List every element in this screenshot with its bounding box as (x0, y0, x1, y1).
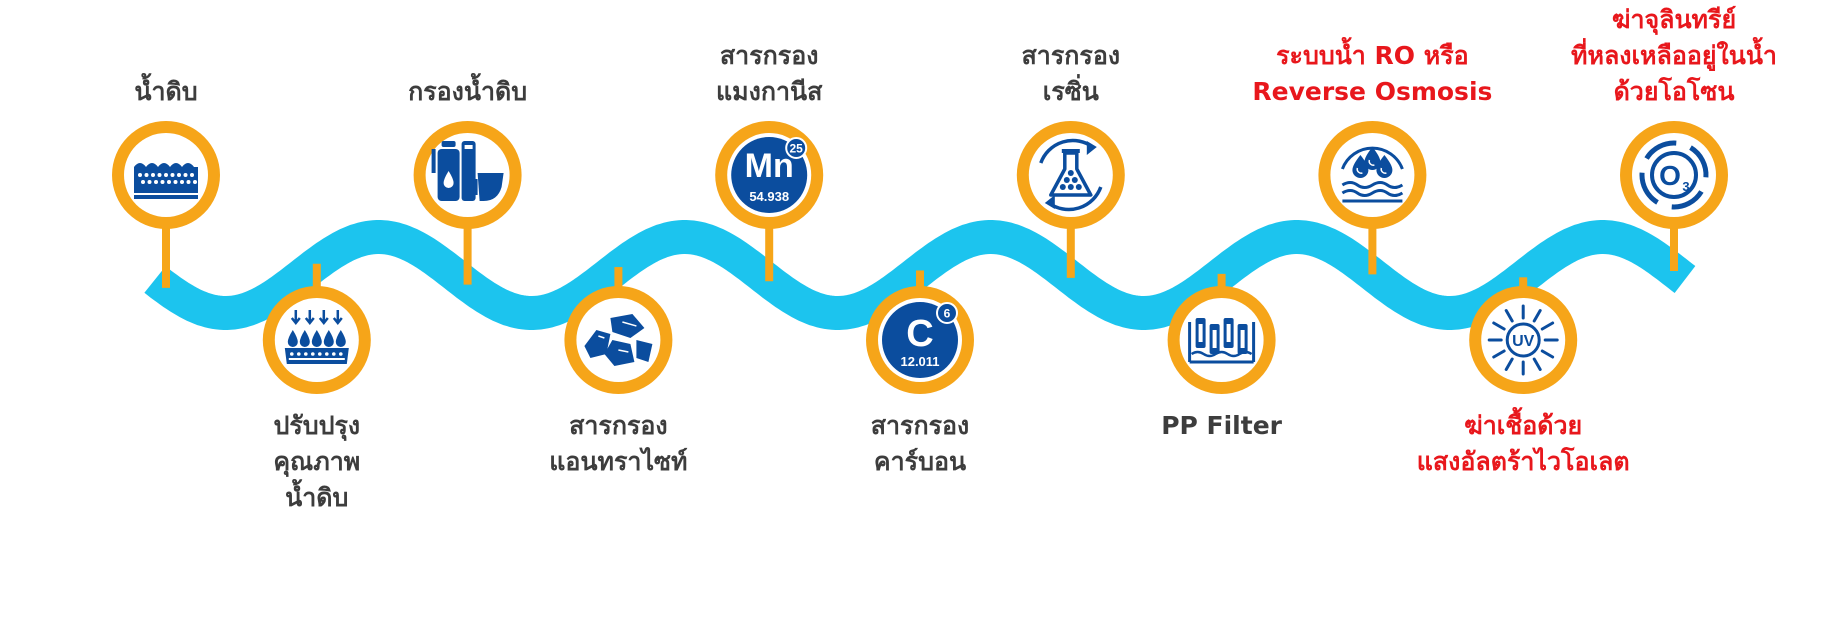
raw-water-filter-icon (431, 141, 504, 201)
step-label: สารกรอง แอนทราไซท์ (549, 411, 688, 476)
svg-text:UV: UV (1512, 333, 1535, 350)
step-label: สารกรอง แมงกานีส (716, 41, 823, 106)
step-label: ระบบน้ำ RO หรือ Reverse Osmosis (1252, 41, 1493, 106)
step-label: สารกรอง เรซิ่น (1021, 41, 1121, 106)
step-icon-bg (1179, 298, 1264, 382)
manganese-icon: Mn 54.938 25 (731, 137, 808, 213)
raw-water-icon (134, 163, 198, 199)
svg-text:25: 25 (790, 142, 804, 156)
step-label: ปรับปรุง คุณภาพ น้ำดิบ (273, 411, 361, 512)
svg-text:3: 3 (1682, 179, 1689, 194)
step-label: ฆ่าจุลินทรีย์ ที่หลงเหลืออยู่ในน้ำ ด้วยโ… (1571, 5, 1777, 106)
svg-text:54.938: 54.938 (749, 189, 789, 204)
svg-text:O: O (1659, 160, 1681, 191)
step-label: สารกรอง คาร์บอน (870, 411, 970, 476)
step-label: PP Filter (1161, 411, 1282, 440)
uv-icon: UV (1487, 304, 1559, 376)
step-label: น้ำดิบ (134, 77, 198, 106)
pp-filter-icon (1188, 318, 1256, 364)
carbon-icon: C12.011 6 (882, 302, 958, 378)
svg-text:C: C (906, 313, 933, 355)
svg-text:12.011: 12.011 (900, 354, 939, 369)
step-label: ฆ่าเชื้อด้วย แสงอัลตร้าไวโอเลต (1416, 411, 1630, 476)
step-icon-bg (1481, 298, 1566, 382)
svg-text:6: 6 (944, 307, 951, 321)
resin-icon (1039, 138, 1103, 212)
step-icon-bg (1330, 133, 1415, 217)
step-icon-bg (576, 298, 661, 382)
step-label: กรองน้ำดิบ (408, 77, 528, 106)
reverse-osmosis-icon (1340, 146, 1404, 203)
svg-text:Mn: Mn (745, 147, 794, 185)
anthracite-icon (584, 314, 653, 366)
water-conditioning-icon (284, 310, 349, 364)
